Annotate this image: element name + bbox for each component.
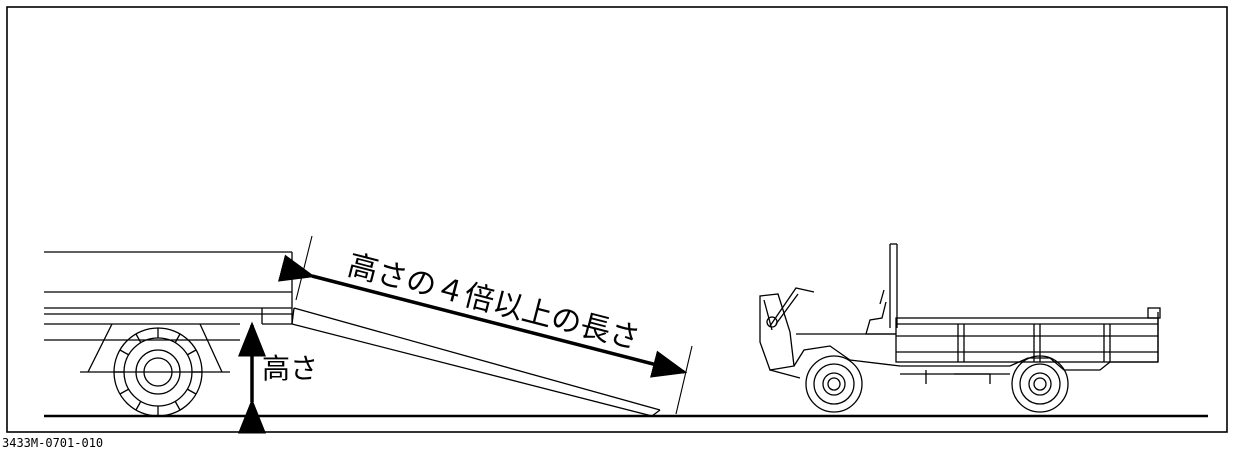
length-arrow <box>278 254 688 378</box>
truck-bed <box>44 251 293 373</box>
dimension-extension-bottom <box>675 345 693 415</box>
dimension-extension-top <box>295 235 313 301</box>
figure-code: 3433M-0701-010 <box>2 436 104 450</box>
ramp-length-label: 高さの４倍以上の長さ <box>344 248 643 357</box>
truck-wheel <box>113 327 203 417</box>
height-label: 高さ <box>262 352 318 385</box>
figure-border <box>6 6 1228 433</box>
carrier-vehicle <box>759 243 1161 413</box>
